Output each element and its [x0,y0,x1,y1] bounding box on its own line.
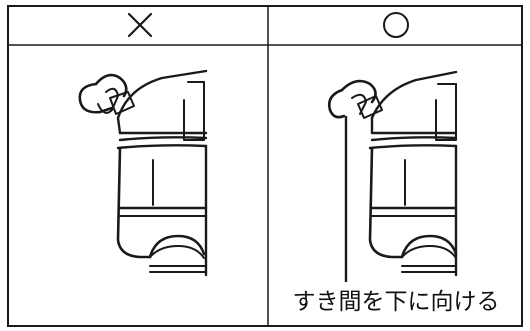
comparison-table [7,5,523,327]
correct-mark-icon [383,12,409,38]
gap-direction-label: すき間を下に向ける [293,289,500,315]
bottle-illustration-incorrect [78,69,208,277]
table-border [7,5,523,327]
incorrect-mark-icon [127,12,153,38]
bottle-illustration-correct [327,70,458,277]
